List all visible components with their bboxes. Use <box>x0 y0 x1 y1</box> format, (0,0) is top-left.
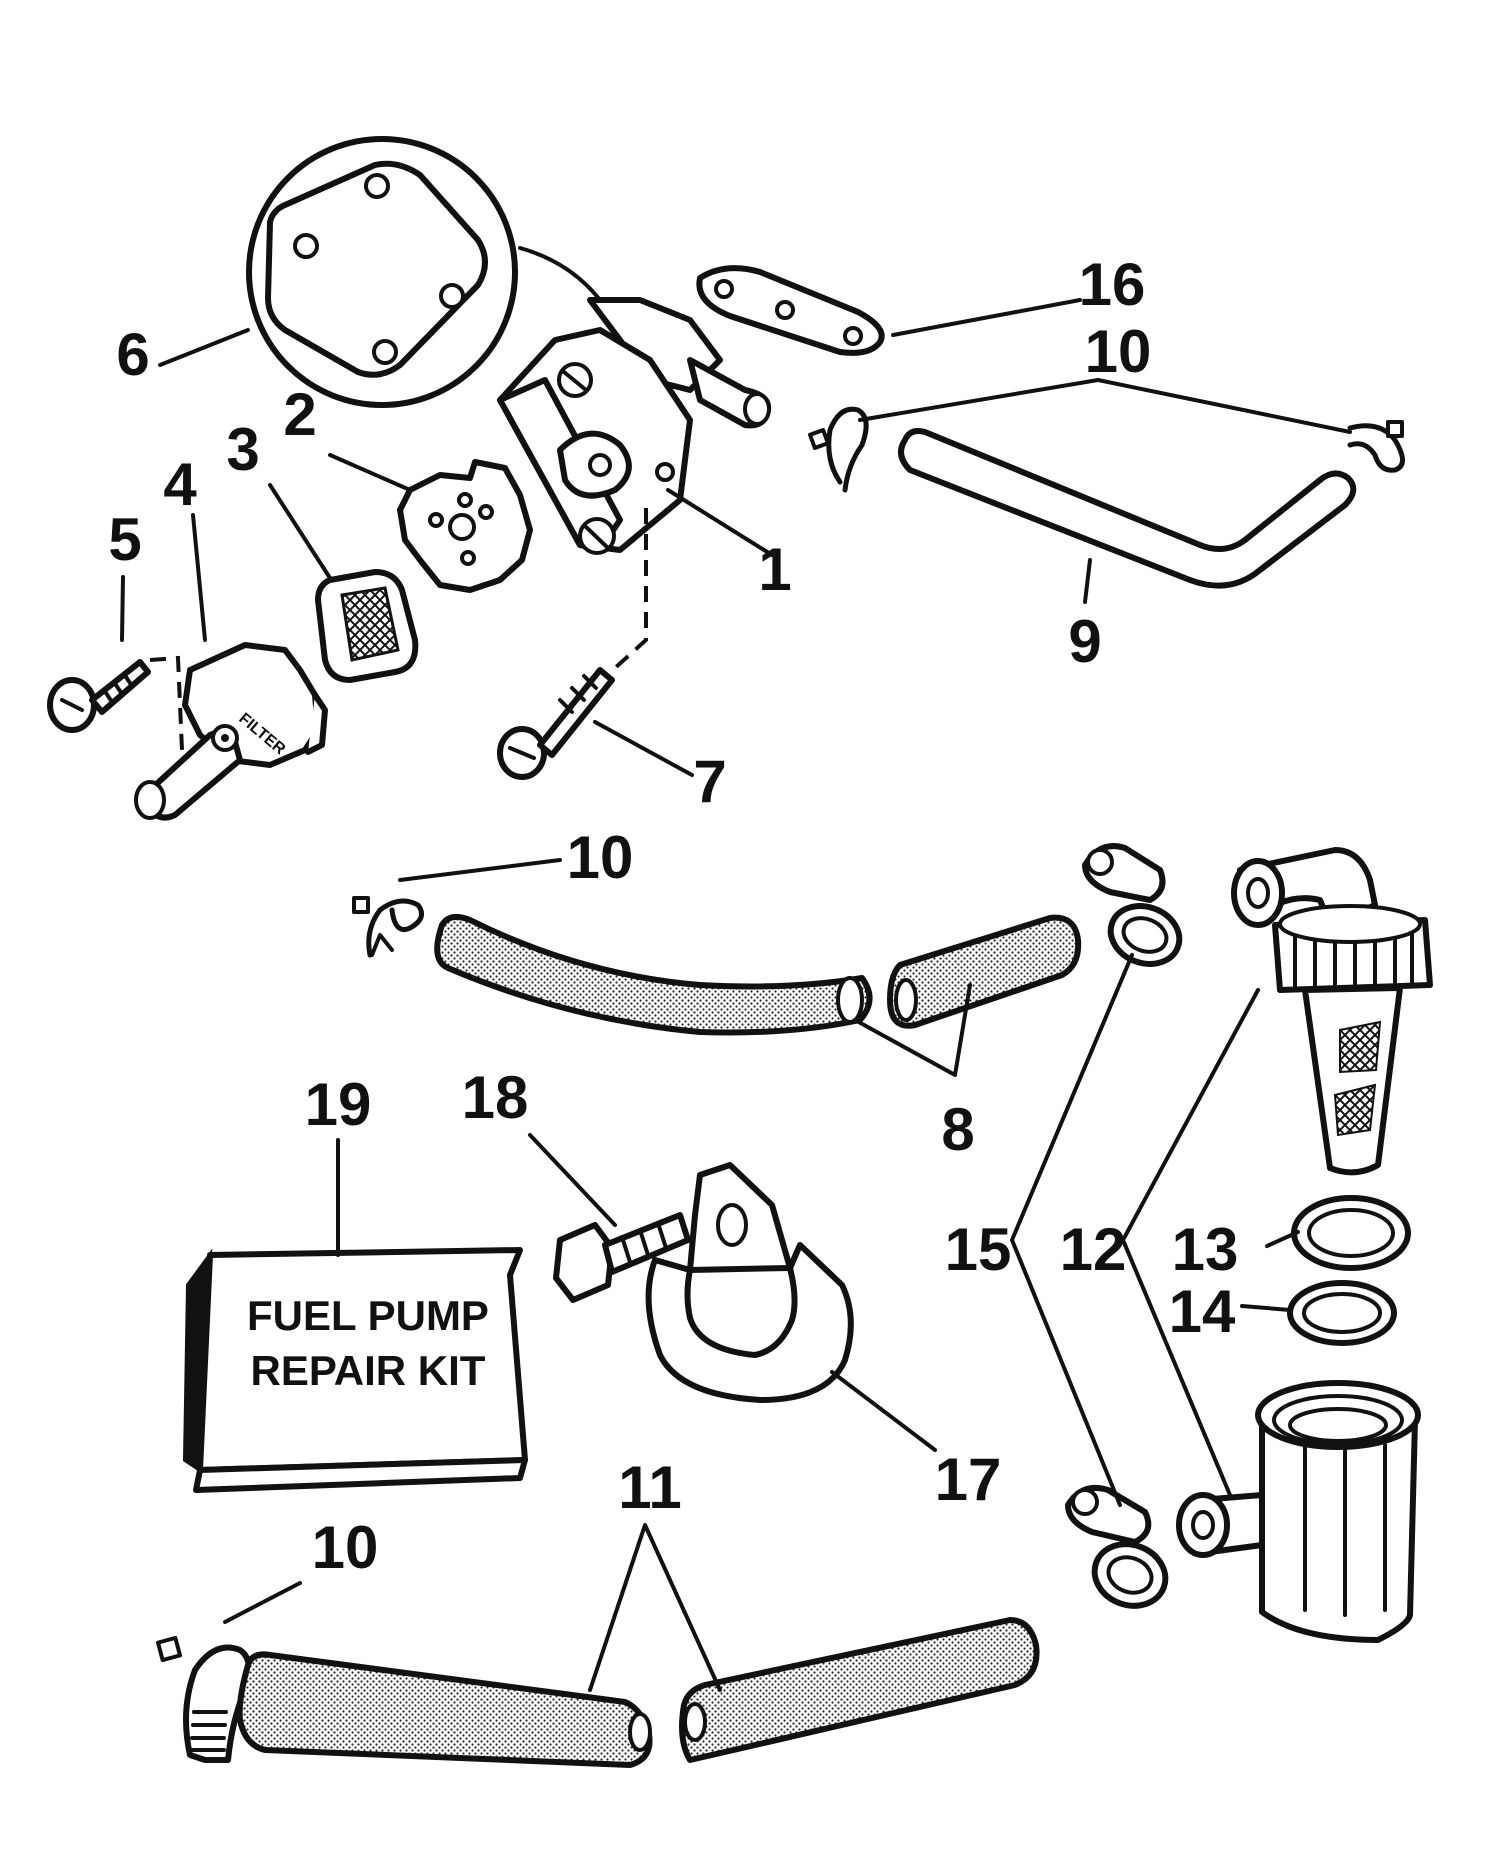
label-part-14: 14 <box>1169 1278 1236 1345</box>
pump-screw-part-7 <box>497 667 615 780</box>
label-part-8: 8 <box>941 1096 974 1163</box>
alignment-line-screw-5 <box>149 655 184 751</box>
label-part-19: 19 <box>305 1071 372 1138</box>
gasket-detail-part-6 <box>246 136 602 408</box>
fuel-filter-part-12-lower <box>1176 1380 1421 1643</box>
filter-screen-part-3 <box>315 569 419 683</box>
o-ring-part-13 <box>1291 1195 1411 1271</box>
label-part-10-bottom: 10 <box>312 1514 379 1581</box>
label-part-5: 5 <box>108 506 141 573</box>
filter-cover-part-4: FILTER <box>134 642 328 821</box>
o-ring-part-14 <box>1287 1280 1397 1346</box>
alignment-line-screw-7 <box>613 508 648 670</box>
label-part-11: 11 <box>618 1454 681 1521</box>
clip-part-10-middle <box>352 896 425 958</box>
hose-part-8-short <box>887 914 1082 1029</box>
screw-part-5 <box>47 659 151 733</box>
kit-box-text-line1: FUEL PUMP <box>247 1292 489 1339</box>
bolt-part-18 <box>553 1212 691 1303</box>
label-part-3: 3 <box>226 416 259 483</box>
hose-part-8-long <box>434 913 873 1036</box>
label-part-15: 15 <box>945 1216 1012 1283</box>
leader-lines <box>120 298 1352 1692</box>
label-part-18: 18 <box>462 1064 529 1131</box>
hose-part-9 <box>898 428 1357 589</box>
label-part-12: 12 <box>1060 1216 1127 1283</box>
label-part-4: 4 <box>163 451 197 518</box>
label-part-13: 13 <box>1172 1216 1239 1283</box>
label-part-9: 9 <box>1068 608 1101 675</box>
label-part-17: 17 <box>935 1446 1002 1513</box>
kit-box-text-line2: REPAIR KIT <box>251 1347 486 1394</box>
clip-part-10-top-right <box>1347 420 1405 473</box>
label-part-10-middle: 10 <box>567 824 634 891</box>
label-part-10-top: 10 <box>1085 318 1152 385</box>
hose-part-11-right <box>679 1617 1040 1763</box>
label-part-2: 2 <box>283 381 316 448</box>
clip-part-10-bottom <box>155 1635 252 1763</box>
check-valve-plate-part-2 <box>397 459 533 593</box>
label-part-7: 7 <box>693 748 726 815</box>
hose-clamp-part-15-top <box>1082 843 1183 967</box>
label-part-1: 1 <box>758 536 791 603</box>
bracket-part-17 <box>645 1162 854 1403</box>
label-part-16: 16 <box>1079 251 1146 318</box>
hose-part-11-left <box>236 1651 653 1768</box>
fuel-pump-part-1 <box>497 297 772 555</box>
repair-kit-part-19 <box>182 1247 528 1493</box>
hose-clamp-part-15-bottom <box>1065 1484 1169 1609</box>
label-part-6: 6 <box>116 321 149 388</box>
gasket-part-16 <box>696 265 885 356</box>
fuel-filter-part-12-upper <box>1231 847 1433 1176</box>
clip-part-10-top-left <box>808 406 869 493</box>
